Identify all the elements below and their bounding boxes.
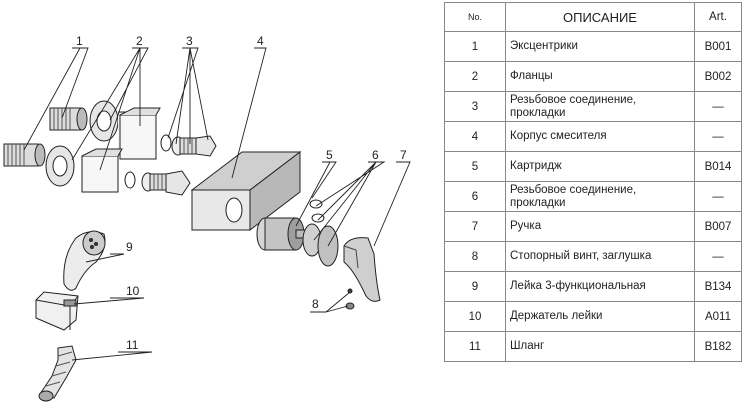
- row-art: B001: [694, 31, 742, 62]
- eccentric-lower: [3, 143, 46, 167]
- row-no: 1: [444, 31, 506, 62]
- row-no: 9: [444, 271, 506, 302]
- table-row: 3 Резьбовое соединение, прокладки —: [444, 91, 742, 122]
- mixer-body: [190, 150, 302, 232]
- leader-lines: [23, 47, 411, 361]
- row-no: 3: [444, 91, 506, 122]
- row-no: 5: [444, 151, 506, 182]
- callout-4: 4: [257, 34, 264, 48]
- eccentric-upper: [49, 107, 88, 131]
- row-art: —: [694, 121, 742, 152]
- flange-upper: [89, 100, 161, 160]
- row-no: 2: [444, 61, 506, 92]
- row-art: B182: [694, 331, 742, 362]
- threaded-connection-right: [302, 199, 339, 267]
- row-no: 7: [444, 211, 506, 242]
- flange-parts: [45, 100, 161, 193]
- row-art: B014: [694, 151, 742, 182]
- table-row: 10 Держатель лейки A011: [444, 301, 742, 332]
- row-art: —: [694, 241, 742, 272]
- table-header-row: No. ОПИСАНИЕ Art.: [444, 2, 742, 32]
- row-no: 8: [444, 241, 506, 272]
- row-no: 6: [444, 181, 506, 212]
- callout-8: 8: [312, 297, 319, 311]
- row-art: B002: [694, 61, 742, 92]
- callout-labels: 1 2 3 4 5 6 7 8 9 10 11: [76, 34, 407, 352]
- table-row: 9 Лейка 3-функциональная B134: [444, 271, 742, 302]
- callout-3: 3: [186, 34, 193, 48]
- row-no: 4: [444, 121, 506, 152]
- row-art: B134: [694, 271, 742, 302]
- hose: [38, 345, 77, 402]
- callout-11: 11: [126, 338, 139, 352]
- table-row: 6 Резьбовое соединение, прокладки —: [444, 181, 742, 212]
- callout-9: 9: [126, 240, 133, 254]
- row-description: Картридж: [505, 151, 695, 182]
- callout-6: 6: [372, 148, 379, 162]
- row-description: Резьбовое соединение, прокладки: [505, 91, 695, 122]
- callout-1: 1: [76, 34, 83, 48]
- row-no: 10: [444, 301, 506, 332]
- row-description: Ручка: [505, 211, 695, 242]
- shower-holder: [35, 291, 79, 331]
- row-description: Фланцы: [505, 61, 695, 92]
- row-description: Держатель лейки: [505, 301, 695, 332]
- callout-7: 7: [400, 148, 407, 162]
- row-description: Эксцентрики: [505, 31, 695, 62]
- row-art: A011: [694, 301, 742, 332]
- row-art: —: [694, 91, 742, 122]
- row-description: Лейка 3-функциональная: [505, 271, 695, 302]
- table-row: 7 Ручка B007: [444, 211, 742, 242]
- row-description: Резьбовое соединение, прокладки: [505, 181, 695, 212]
- table-row: 2 Фланцы B002: [444, 61, 742, 92]
- exploded-view-diagram: 1 2 3 4 5 6 7 8 9 10 11: [3, 34, 411, 402]
- flange-lower: [45, 145, 123, 193]
- hand-shower: [63, 230, 106, 291]
- table-row: 5 Картридж B014: [444, 151, 742, 182]
- stop-screw: [345, 288, 355, 310]
- header-description: ОПИСАНИЕ: [505, 2, 695, 32]
- header-art: Art.: [694, 2, 742, 32]
- threaded-connection-parts: [124, 134, 217, 196]
- parts-table: No. ОПИСАНИЕ Art. 1 Эксцентрики B001 2 Ф…: [444, 2, 742, 362]
- table-row: 1 Эксцентрики B001: [444, 31, 742, 62]
- header-no: No.: [444, 2, 506, 32]
- row-art: —: [694, 181, 742, 212]
- row-no: 11: [444, 331, 506, 362]
- table-row: 11 Шланг B182: [444, 331, 742, 362]
- row-description: Корпус смесителя: [505, 121, 695, 152]
- handle: [343, 237, 381, 302]
- table-row: 8 Стопорный винт, заглушка —: [444, 241, 742, 272]
- callout-5: 5: [326, 148, 333, 162]
- row-art: B007: [694, 211, 742, 242]
- callout-2: 2: [136, 34, 143, 48]
- row-description: Стопорный винт, заглушка: [505, 241, 695, 272]
- eccentric-parts: [3, 107, 88, 167]
- row-description: Шланг: [505, 331, 695, 362]
- callout-10: 10: [126, 284, 140, 298]
- table-row: 4 Корпус смесителя —: [444, 121, 742, 152]
